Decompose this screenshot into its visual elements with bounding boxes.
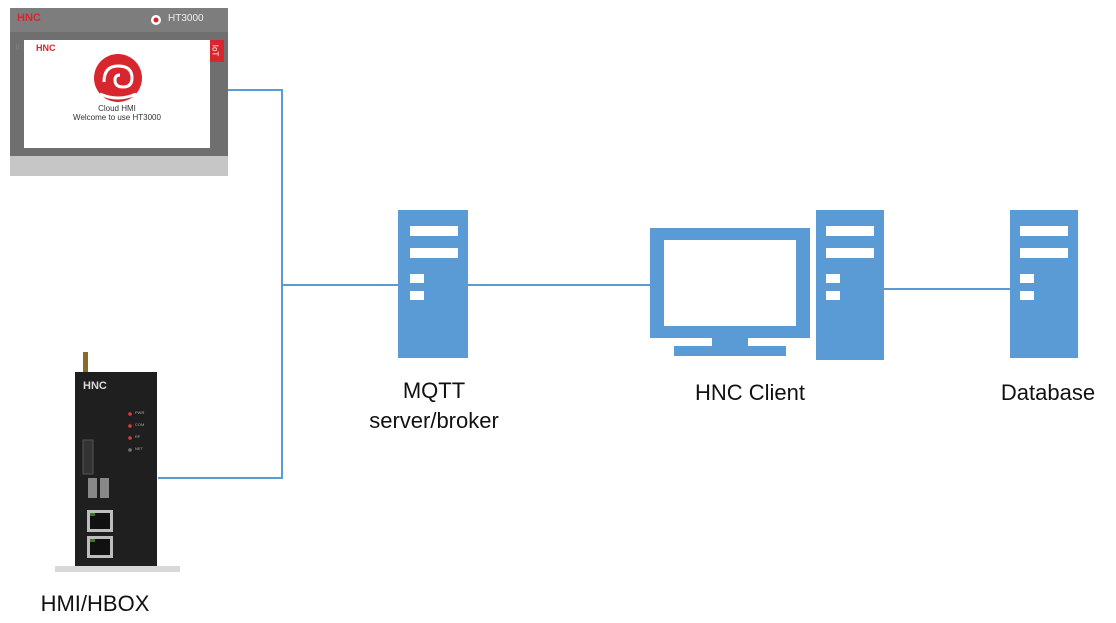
- database-caption: Database: [1000, 380, 1096, 405]
- client-caption: HNC Client: [694, 380, 806, 405]
- hbox-led-com: COM: [135, 422, 145, 427]
- hbox-led-rf: RF: [135, 434, 141, 439]
- svg-text:⠿: ⠿: [15, 44, 20, 52]
- hmi-screen-brand-text: HNC: [36, 43, 56, 53]
- client-computer-icon: [650, 210, 884, 360]
- link-hmi-to-bus: [228, 89, 283, 285]
- hmi-iot-tag: IoT: [210, 44, 220, 57]
- mqtt-caption: MQTT server/broker: [334, 376, 534, 436]
- hmi-screen-subtitle: Welcome to use HT3000: [73, 113, 161, 122]
- hbox-device: HNC PWR COM RF NET: [55, 352, 180, 574]
- hbox-led-pwr: PWR: [135, 410, 145, 415]
- link-hbox-to-bus: [158, 285, 283, 479]
- hmi-model-text: HT3000: [168, 13, 204, 24]
- hbox-brand-text: HNC: [83, 380, 107, 392]
- hmi-brand-text: HNC: [17, 12, 41, 24]
- cloud-hmi-logo: [94, 54, 142, 102]
- mqtt-caption-line1: MQTT: [402, 378, 466, 403]
- hmi-panel-device: ⠿ HNC HT3000 HNC IoT Cloud HMI Welcome t…: [10, 8, 228, 176]
- hbox-led-net: NET: [135, 446, 143, 451]
- mqtt-caption-line2: server/broker: [369, 408, 499, 433]
- database-server-icon: [1010, 210, 1078, 358]
- hbox-caption: HMI/HBOX: [40, 591, 150, 616]
- hmi-screen-title: Cloud HMI: [98, 104, 136, 113]
- mqtt-server-icon: [398, 210, 468, 358]
